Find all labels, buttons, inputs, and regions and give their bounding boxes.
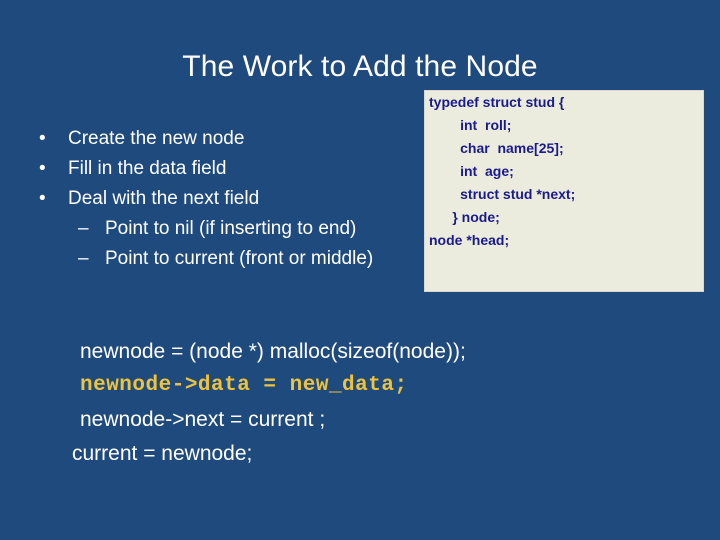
struct-code-line: typedef struct stud { (429, 94, 565, 110)
sub-bullet-label: Point to current (front or middle) (105, 248, 374, 269)
code-line: current = newnode; (72, 442, 253, 465)
struct-code-line: int age; (429, 163, 514, 179)
bullet-label: Fill in the data field (68, 158, 227, 179)
slide-title: The Work to Add the Node (182, 50, 538, 83)
struct-code-line: struct stud *next; (429, 186, 576, 202)
bullet-item: • Create the new node (30, 124, 450, 154)
bullet-label: Create the new node (68, 128, 245, 149)
code-line-highlighted: newnode->data = new_data; (80, 374, 408, 397)
dash-marker-icon: – (78, 218, 89, 239)
bullet-label: Deal with the next field (68, 188, 260, 209)
bullet-item: • Fill in the data field (30, 154, 450, 184)
sub-bullet-label: Point to nil (if inserting to end) (105, 218, 357, 239)
code-line: newnode = (node *) malloc(sizeof(node)); (80, 340, 466, 363)
struct-code-line: } node; (429, 209, 500, 225)
bullet-marker-icon: • (39, 128, 46, 149)
struct-definition-box: typedef struct stud { int roll; char nam… (424, 90, 704, 292)
bullet-marker-icon: • (39, 158, 46, 179)
code-line: newnode->next = current ; (80, 408, 326, 431)
bullet-marker-icon: • (39, 188, 46, 209)
sub-bullet-item: – Point to current (front or middle) (30, 244, 450, 274)
bullet-list: • Create the new node • Fill in the data… (30, 124, 450, 274)
sub-bullet-item: – Point to nil (if inserting to end) (30, 214, 450, 244)
struct-code-line: node *head; (429, 232, 510, 248)
dash-marker-icon: – (78, 248, 89, 269)
struct-code-line: int roll; (429, 117, 512, 133)
code-block: newnode = (node *) malloc(sizeof(node));… (56, 335, 656, 471)
struct-code-line: char name[25]; (429, 140, 564, 156)
bullet-item: • Deal with the next field (30, 184, 450, 214)
